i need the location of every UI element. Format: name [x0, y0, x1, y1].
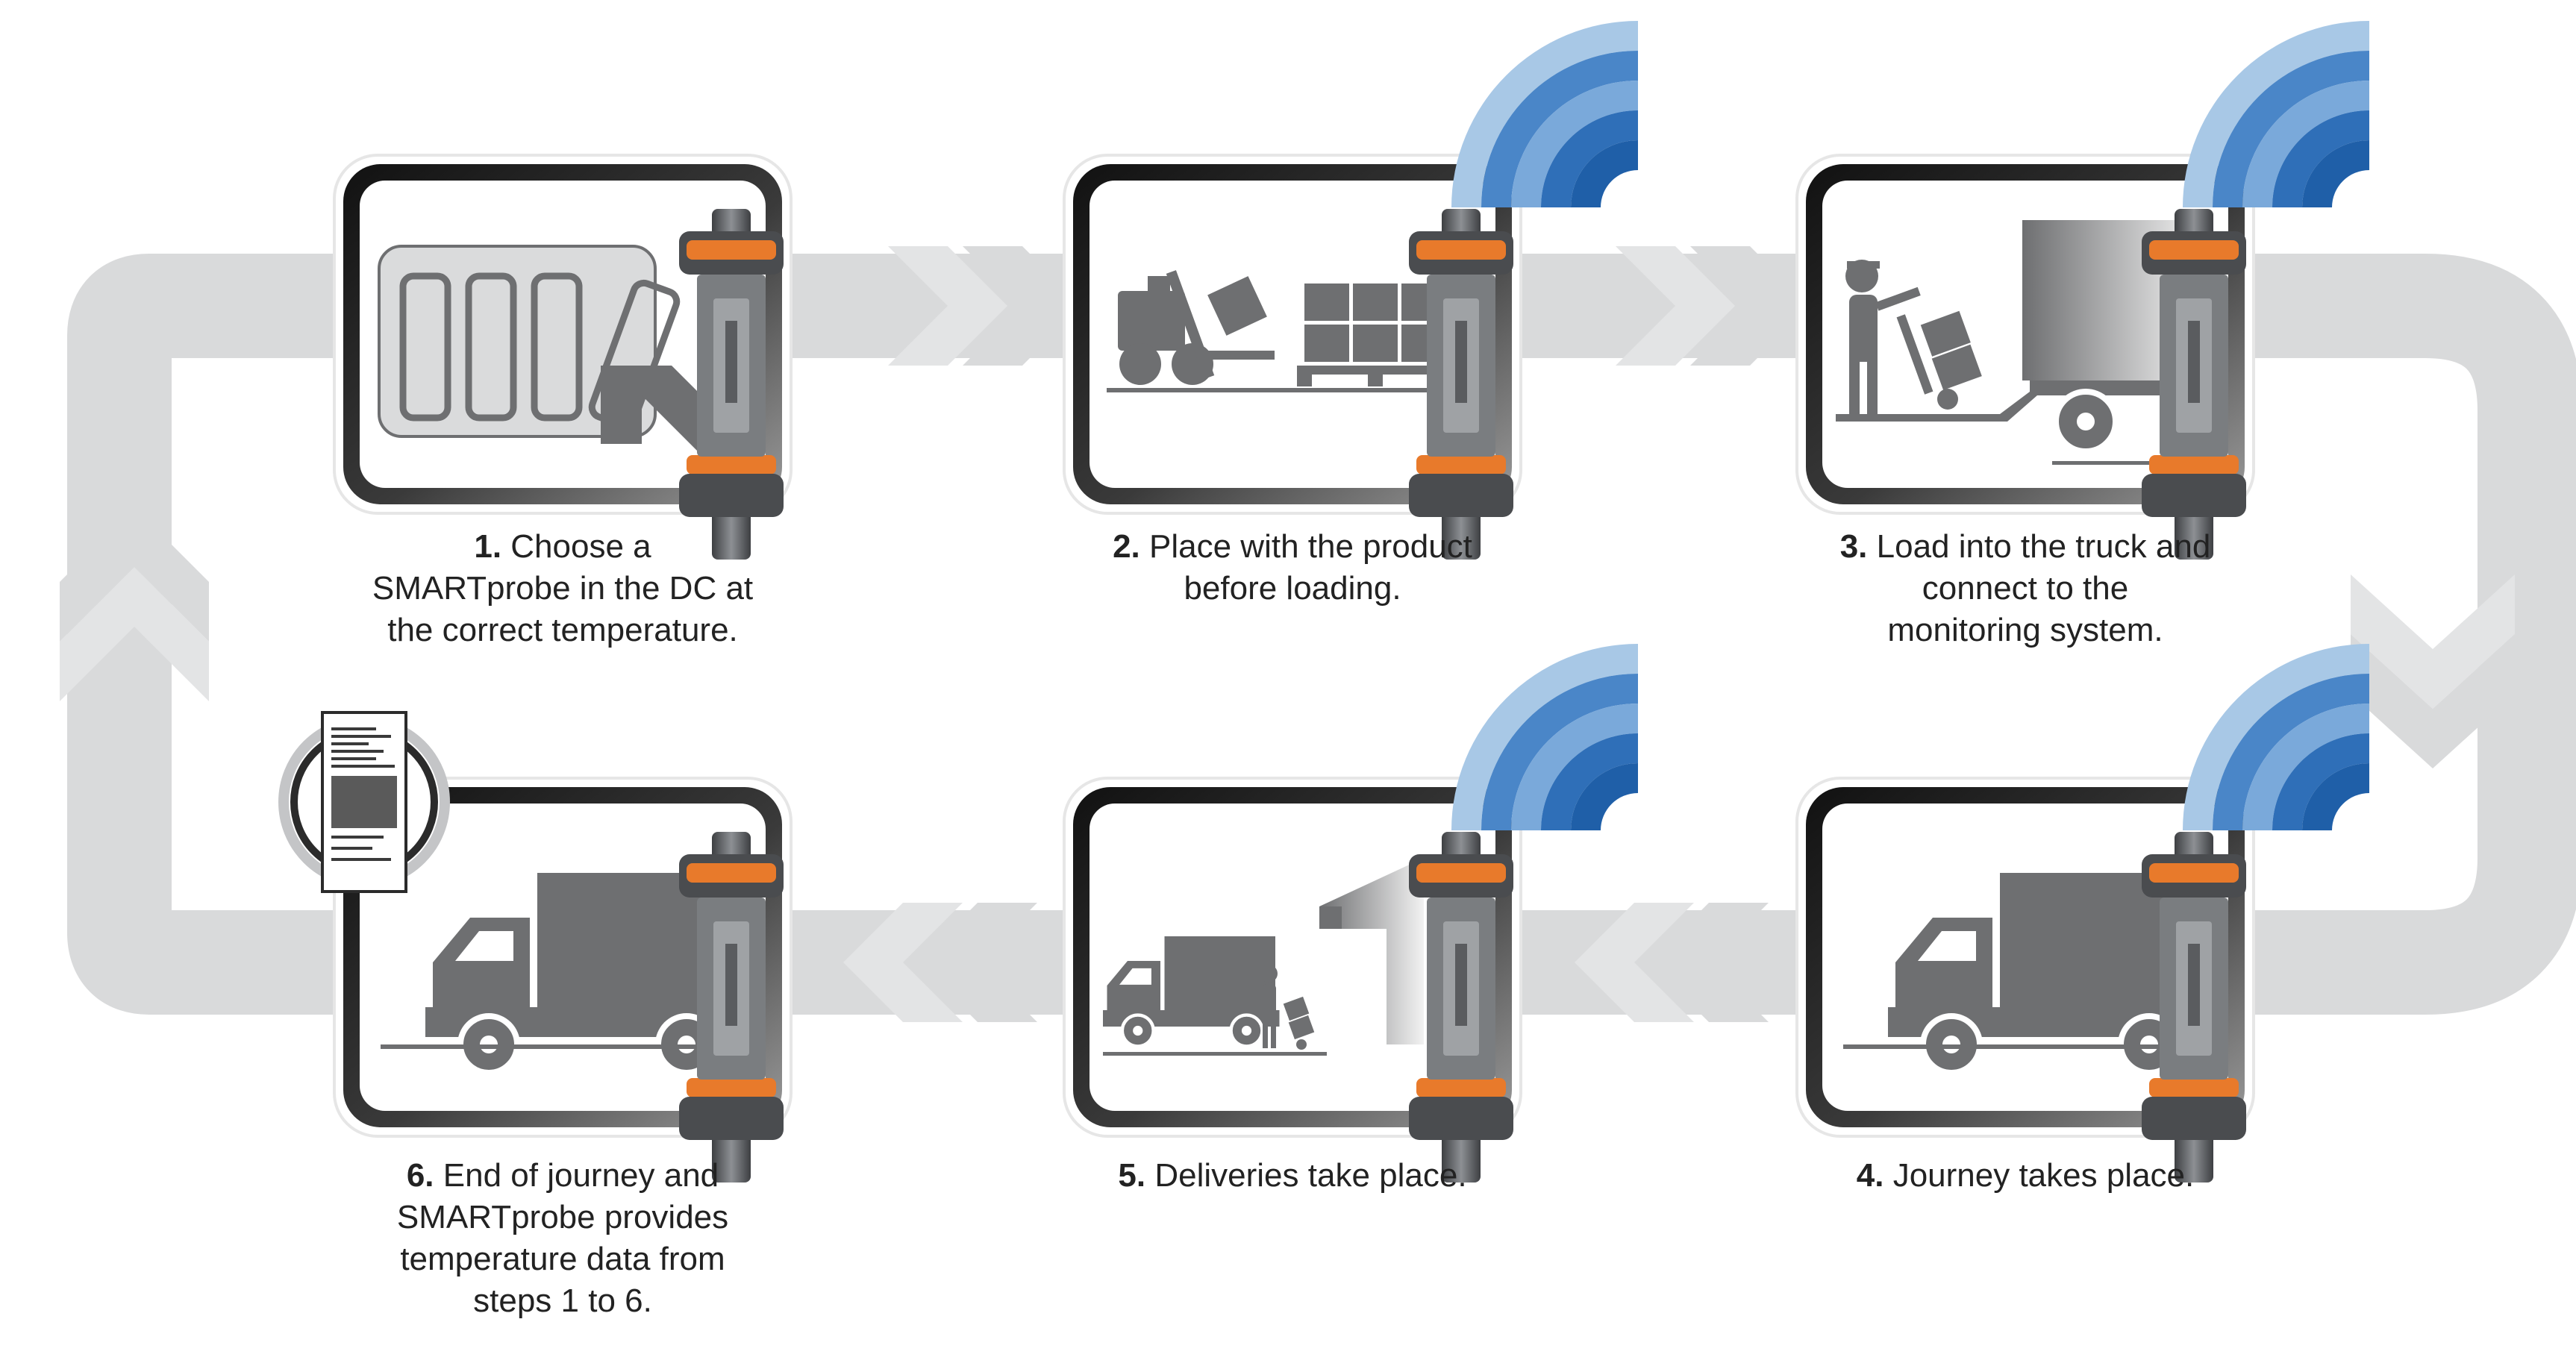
worker-handtruck-icon [1260, 965, 1315, 1050]
forklift-icon [1118, 270, 1275, 385]
chevron-up [60, 507, 209, 701]
probe-rack-icon [378, 245, 681, 438]
chevron-back-1 [1575, 903, 1769, 1022]
printout-badge [278, 711, 450, 893]
chevron-forward-2 [1616, 246, 1810, 366]
process-loop [67, 254, 2576, 1015]
step-2-panel [1063, 154, 1522, 560]
step-2-caption: 2. Place with the product before loading… [1113, 528, 1472, 607]
chevron-back-2 [843, 903, 1037, 1022]
chevron-forward-1 [888, 246, 1082, 366]
receipt-icon [321, 711, 407, 893]
step-6-caption: 6. End of journey and SMARTprobe provide… [396, 1157, 729, 1319]
step-4-panel [1795, 777, 2255, 1183]
wireless-signal-icon [1451, 21, 1638, 207]
worker-handtruck-icon [1845, 260, 1982, 422]
step-3-caption: 3. Load into the truck and connect to th… [1839, 528, 2211, 648]
wireless-signal-icon [1451, 644, 1638, 830]
step-3-panel [1795, 154, 2255, 560]
wireless-signal-icon [2183, 21, 2369, 207]
chevron-down [2351, 574, 2515, 768]
step-4-caption: 4. Journey takes place. [1856, 1157, 2195, 1194]
warehouse-icon [1319, 858, 1424, 1044]
step-5-panel [1063, 777, 1522, 1183]
step-1-caption: 1. Choose a SMARTprobe in the DC at the … [372, 528, 754, 648]
step-6-panel [333, 777, 793, 1183]
step-1-panel [333, 154, 793, 560]
wireless-signal-icon [2183, 644, 2369, 830]
step-5-caption: 5. Deliveries take place. [1118, 1157, 1467, 1194]
